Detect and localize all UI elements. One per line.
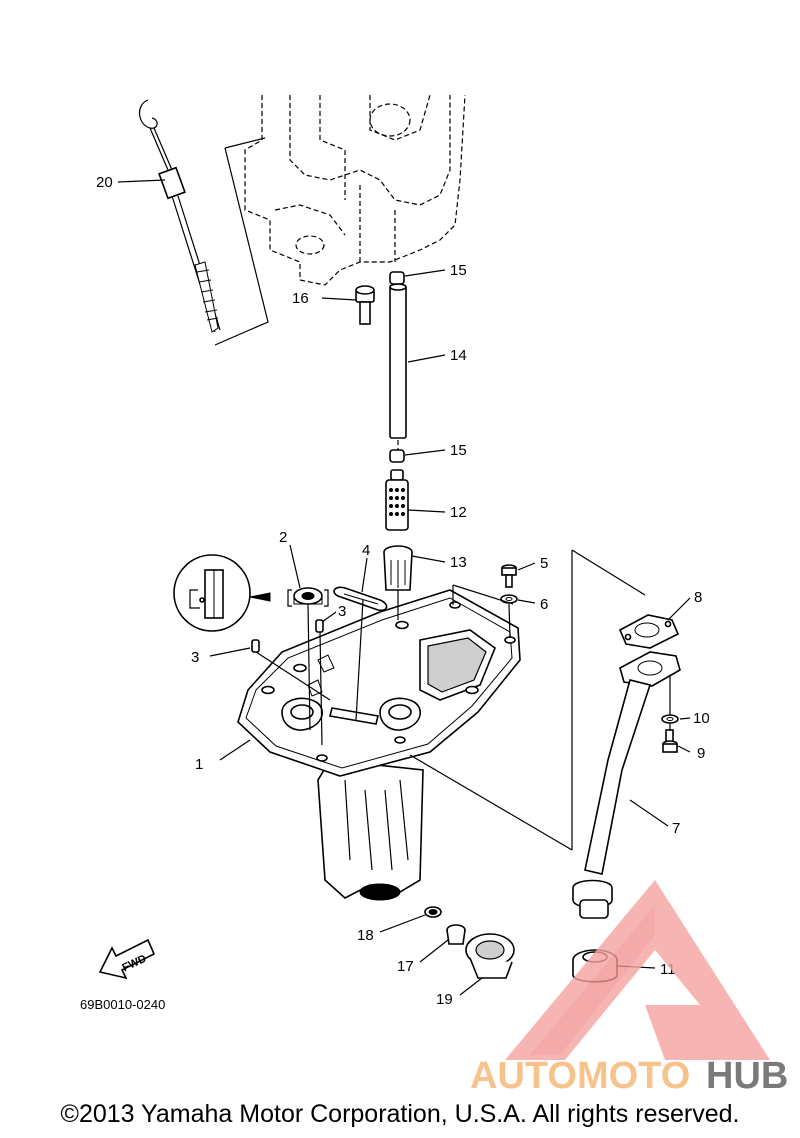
label-16: 16 — [292, 290, 309, 307]
gasket-part-4 — [333, 586, 388, 612]
washer-part-6 — [500, 594, 518, 604]
label-12: 12 — [450, 504, 467, 521]
label-14: 14 — [450, 347, 467, 364]
label-3-upper: 3 — [338, 603, 346, 620]
exhaust-pipe-part-7 — [572, 651, 681, 919]
label-17: 17 — [397, 958, 414, 975]
fwd-arrow-icon: FWD — [98, 938, 156, 980]
plug-part-17 — [446, 924, 466, 945]
label-10: 10 — [693, 710, 710, 727]
watermark-text-1: AUTOMOTO — [470, 1055, 690, 1097]
label-8: 8 — [694, 589, 702, 606]
inset-detail-view — [173, 554, 271, 632]
diagram-code: 69B0010-0240 — [80, 997, 165, 1012]
seal-part-2 — [287, 587, 329, 607]
label-2: 2 — [279, 529, 287, 546]
bolt-part-9 — [662, 729, 678, 753]
reference-lines — [255, 549, 671, 851]
label-18: 18 — [357, 927, 374, 944]
label-1: 1 — [195, 756, 203, 773]
watermark-text-2: HUB — [706, 1055, 788, 1097]
watermark-triangle-icon — [505, 880, 770, 1060]
leader-lines — [117, 179, 691, 996]
watermark-logo: AUTOMOTO HUB — [470, 880, 788, 1097]
fitting-part-16 — [355, 285, 375, 325]
label-3-lower: 3 — [191, 649, 199, 666]
label-7: 7 — [672, 820, 680, 837]
label-13: 13 — [450, 554, 467, 571]
label-5: 5 — [540, 555, 548, 572]
washer-part-18 — [424, 906, 442, 918]
dipstick-part-20 — [139, 99, 221, 333]
label-4: 4 — [362, 542, 370, 559]
pipe-assembly-parts-14-15 — [389, 271, 407, 463]
label-6: 6 — [540, 596, 548, 613]
label-15-top: 15 — [450, 262, 467, 279]
copyright-notice: ©2013 Yamaha Motor Corporation, U.S.A. A… — [60, 1100, 740, 1128]
bolt-part-5 — [501, 564, 517, 588]
exhaust-guide-part-1 — [237, 589, 521, 901]
part-labels: 20 16 15 14 15 12 13 2 4 3 3 5 6 8 10 9 … — [96, 174, 710, 1008]
label-15-bottom: 15 — [450, 442, 467, 459]
strainer-part-12 — [385, 469, 409, 531]
label-20: 20 — [96, 174, 113, 191]
washer-part-10 — [661, 714, 679, 724]
label-9: 9 — [697, 745, 705, 762]
dowel-pin-part-3 — [251, 619, 324, 653]
gasket-part-8 — [618, 614, 680, 649]
cover-part-19 — [465, 933, 515, 979]
strainer-housing-part-13 — [383, 545, 413, 591]
engine-block-outline — [214, 94, 466, 346]
label-19: 19 — [436, 991, 453, 1008]
